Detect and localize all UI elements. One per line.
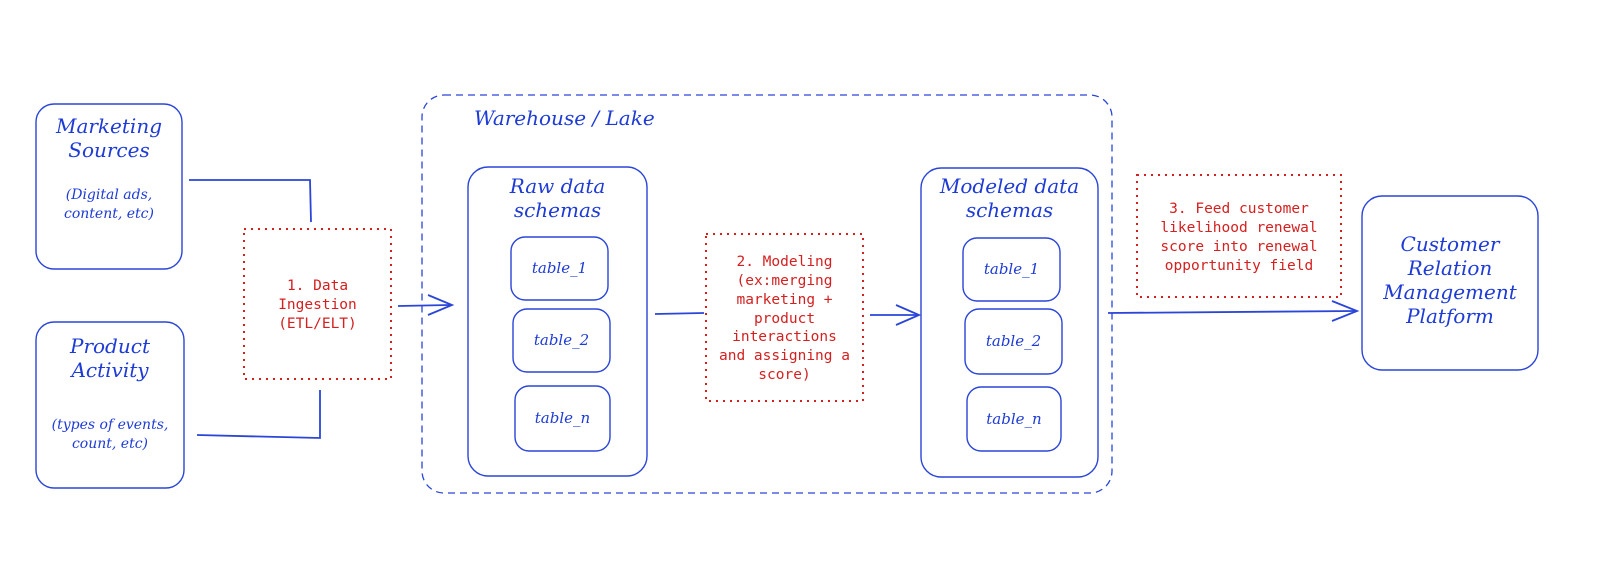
crm-title: Customer Relation Management Platform	[1383, 232, 1517, 328]
product-connector	[196, 390, 321, 439]
marketing-sources-detail: (Digital ads, content, etc)	[64, 187, 154, 222]
feed-note-box	[1136, 174, 1342, 298]
modeled-table-1-box	[962, 237, 1061, 302]
modeled-table-2-label: table_2	[985, 332, 1042, 350]
modeled-table-n-label: table_n	[986, 410, 1042, 428]
ingestion-note: 1. Data Ingestion (ETL/ELT)	[278, 278, 357, 332]
modeling-note-box	[705, 233, 864, 402]
modeled-table-n-box	[966, 386, 1062, 452]
marketing-sources-title: Marketing Sources	[55, 114, 163, 162]
product-activity-title: Product Activity	[70, 334, 150, 382]
raw-schemas-box	[467, 166, 648, 477]
ingest-arrowhead	[427, 294, 455, 316]
raw-table-1-label: table_1	[531, 259, 588, 277]
modeled-table-2-box	[964, 308, 1063, 375]
raw-table-2-box	[512, 308, 611, 373]
raw-schemas-title: Raw data schemas	[509, 174, 606, 222]
raw-table-1-box	[510, 236, 609, 301]
marketing-sources-box	[35, 103, 183, 270]
modeling-note: 2. Modeling (ex:merging marketing + prod…	[719, 254, 850, 384]
raw-table-n-label: table_n	[534, 409, 591, 427]
ingest-arrow-line	[397, 304, 451, 307]
modeling-arrowhead	[895, 304, 922, 326]
product-activity-detail: (types of events, count, etc)	[51, 417, 169, 452]
raw-table-2-label: table_2	[533, 331, 590, 349]
modeled-table-1-label: table_1	[983, 260, 1040, 278]
modeled-schemas-box	[920, 167, 1099, 478]
crm-box	[1361, 195, 1539, 371]
raw-table-n-box	[514, 385, 611, 452]
raw-to-modeling-line	[654, 312, 705, 315]
feed-arrowhead	[1331, 300, 1360, 322]
feed-arrow-line	[1107, 310, 1356, 314]
marketing-connector	[189, 179, 312, 223]
product-activity-box	[35, 321, 185, 489]
modeled-schemas-title: Modeled data schemas	[939, 174, 1080, 222]
feed-note: 3. Feed customer likelihood renewal scor…	[1160, 201, 1318, 274]
warehouse-container	[421, 94, 1113, 494]
warehouse-title: Warehouse / Lake	[474, 106, 655, 130]
ingestion-note-box	[243, 228, 392, 380]
